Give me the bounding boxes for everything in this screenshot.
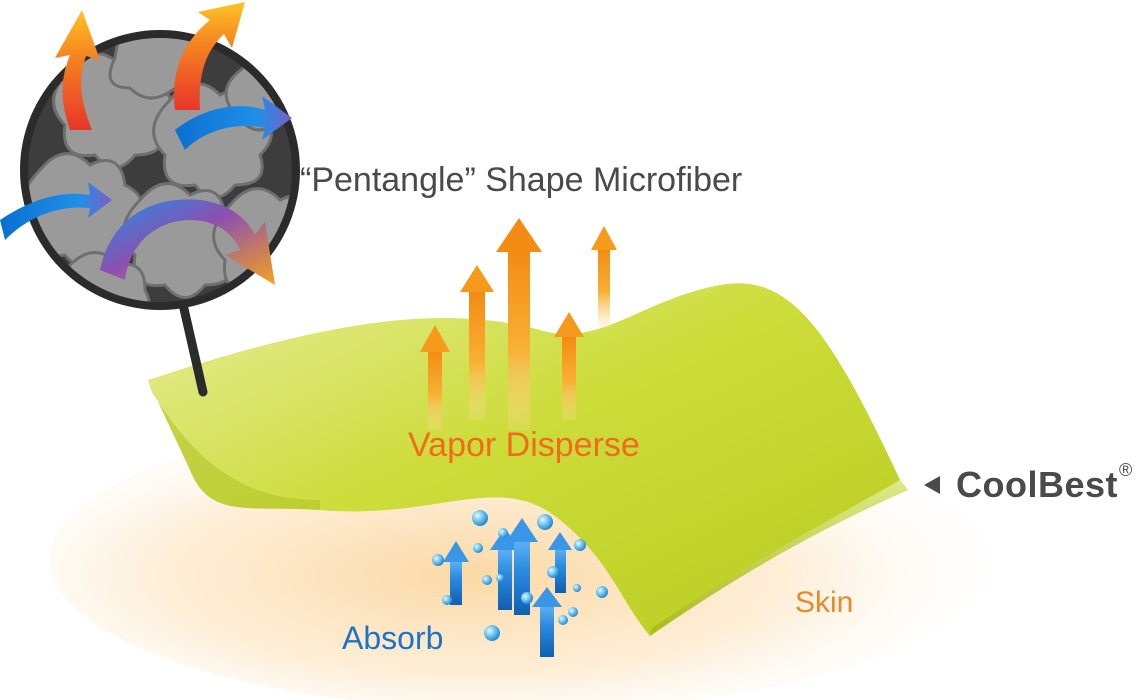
brand-name: CoolBest — [956, 464, 1119, 505]
skin-label: Skin — [795, 586, 854, 619]
hot-air-arrow — [174, 2, 245, 110]
brand-callout: CoolBest ® — [924, 460, 1132, 506]
fabric-sheet — [148, 283, 908, 636]
absorb-arrow — [490, 528, 520, 610]
water-droplet — [547, 566, 559, 578]
absorb-label: Absorb — [342, 620, 444, 656]
absorb-arrow — [548, 532, 572, 593]
water-droplet — [482, 575, 492, 585]
water-droplet — [573, 584, 581, 592]
water-droplet — [484, 625, 500, 641]
water-droplet — [432, 554, 444, 566]
water-droplet — [473, 543, 483, 553]
vapor-arrow — [496, 218, 542, 430]
triangle-left-icon — [924, 476, 940, 494]
vapor-arrows — [420, 218, 617, 430]
vapor-arrow — [591, 226, 617, 328]
vapor-arrow — [554, 312, 584, 420]
cool-air-arrow — [0, 182, 112, 240]
absorb-arrow — [443, 541, 469, 605]
water-droplet — [558, 615, 568, 625]
vapor-disperse-label: Vapor Disperse — [408, 426, 640, 464]
water-droplets — [432, 510, 608, 641]
absorb-arrows — [443, 518, 572, 657]
cool-air-arrow — [175, 96, 292, 150]
water-droplet — [596, 586, 608, 598]
vapor-arrow — [420, 325, 450, 430]
mixed-air-arrow — [100, 199, 275, 285]
water-droplet — [521, 592, 533, 604]
water-droplet — [496, 574, 504, 582]
absorb-arrow — [532, 587, 562, 657]
microfiber-label: “Pentangle” Shape Microfiber — [300, 161, 743, 199]
water-droplet — [574, 539, 586, 551]
water-droplet — [537, 514, 553, 530]
vapor-arrow — [460, 265, 494, 420]
heat-flow-arrows — [0, 2, 292, 285]
water-droplet — [472, 510, 488, 526]
microfiber-cross-section — [28, 38, 292, 302]
registered-mark: ® — [1119, 460, 1133, 480]
magnifier-icon — [0, 2, 300, 397]
hot-air-arrow — [55, 10, 100, 130]
water-droplet — [498, 528, 508, 538]
water-droplet — [568, 607, 578, 617]
water-droplet — [442, 595, 452, 605]
